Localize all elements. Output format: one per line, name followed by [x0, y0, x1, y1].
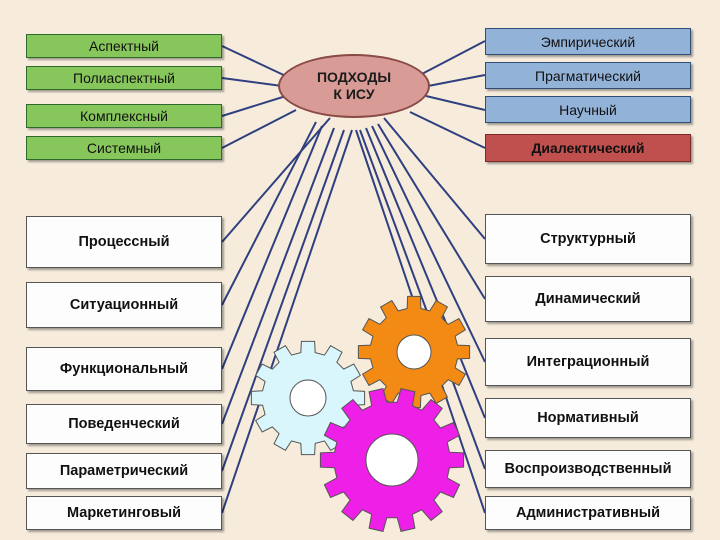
box-processny: Процессный [26, 216, 222, 268]
box-label: Динамический [535, 291, 641, 307]
box-label: Воспроизводственный [504, 461, 672, 477]
box-label: Эмпирический [540, 33, 636, 50]
box-aspektny: Аспектный [26, 34, 222, 58]
box-label: Структурный [540, 231, 636, 247]
connector-line [383, 117, 486, 240]
box-label: Поведенческий [68, 416, 180, 432]
box-label: Прагматический [535, 67, 641, 84]
connector-line [221, 117, 331, 243]
box-situacionny: Ситуационный [26, 282, 222, 328]
box-dinamichesky: Динамический [485, 276, 691, 322]
box-administrativny: Административный [485, 496, 691, 530]
connector-line [221, 45, 291, 79]
connector-line [221, 129, 345, 472]
box-poliaspektny: Полиаспектный [26, 66, 222, 90]
connector-line [427, 74, 486, 87]
box-normativny: Нормативный [485, 398, 691, 438]
box-label: Научный [559, 101, 617, 118]
box-empirichesky: Эмпирический [485, 28, 691, 55]
center-title-line2: К ИСУ [333, 86, 375, 102]
box-sistemny: Системный [26, 136, 222, 160]
box-label: Административный [515, 505, 661, 521]
connector-line [371, 125, 486, 363]
connector-line [221, 95, 287, 117]
box-funkcionalny: Функциональный [26, 347, 222, 391]
box-label: Диалектический [531, 140, 645, 156]
center-title-line1: ПОДХОДЫ [316, 69, 392, 85]
box-label: Интеграционный [526, 354, 650, 370]
box-dialektichesky: Диалектический [485, 134, 691, 162]
center-oval: ПОДХОДЫ К ИСУ [278, 54, 430, 118]
connector-line [365, 127, 486, 419]
box-kompleksny: Комплексный [26, 104, 222, 128]
orange-gear [357, 295, 471, 409]
box-label: Параметрический [59, 463, 189, 479]
magenta-gear [319, 388, 465, 532]
box-pragmatichesky: Прагматический [485, 62, 691, 89]
connector-line [221, 121, 317, 306]
box-label: Полиаспектный [73, 70, 175, 86]
magenta-gear-hole [365, 433, 419, 487]
box-label: Процессный [78, 234, 170, 250]
connector-line [221, 129, 353, 514]
box-strukturny: Структурный [485, 214, 691, 264]
box-marketingovy: Маркетинговый [26, 496, 222, 530]
connector-line [417, 40, 486, 77]
box-label: Ситуационный [69, 297, 179, 313]
box-label: Маркетинговый [67, 505, 181, 521]
connector-line [221, 127, 335, 425]
cyan-gear-hole [289, 379, 327, 417]
box-vosproizvodstvenny: Воспроизводственный [485, 450, 691, 488]
box-label: Аспектный [88, 38, 159, 54]
box-parametrichesky: Параметрический [26, 453, 222, 489]
box-label: Комплексный [80, 108, 168, 124]
box-label: Системный [86, 140, 162, 156]
connector-line [221, 109, 297, 149]
box-label: Функциональный [59, 361, 189, 377]
connector-line [359, 129, 486, 470]
connector-line [425, 95, 486, 111]
box-integracionny: Интеграционный [485, 338, 691, 386]
connector-line [221, 125, 323, 370]
box-povedenchesky: Поведенческий [26, 404, 222, 444]
box-nauchny: Научный [485, 96, 691, 123]
orange-gear-hole [396, 334, 432, 370]
connector-line [221, 77, 283, 87]
connector-line [377, 123, 486, 300]
box-label: Нормативный [537, 410, 639, 426]
connector-line [409, 111, 486, 149]
